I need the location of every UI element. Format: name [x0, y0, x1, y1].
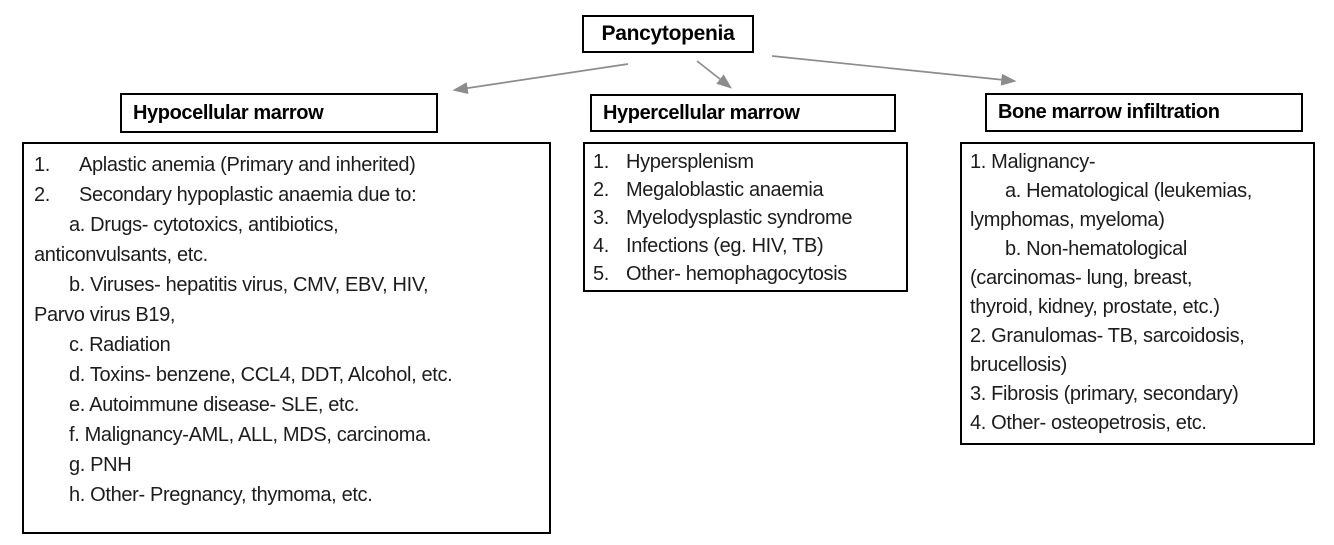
- list-line: 2. Secondary hypoplastic anaemia due to:: [34, 180, 543, 210]
- line-text: Other- hemophagocytosis: [626, 263, 847, 285]
- list-line: 1. Hypersplenism: [593, 148, 900, 176]
- list-line: 3. Fibrosis (primary, secondary): [970, 383, 1239, 405]
- heading-hypocellular-marrow: Hypocellular marrow: [120, 93, 438, 133]
- list-line: d. Toxins- benzene, CCL4, DDT, Alcohol, …: [69, 364, 453, 386]
- list-line: brucellosis): [970, 354, 1067, 376]
- list-line: 4. Other- osteopetrosis, etc.: [970, 412, 1207, 434]
- list-line: 4. Infections (eg. HIV, TB): [593, 232, 900, 260]
- line-text: Megaloblastic anaemia: [626, 179, 824, 201]
- list-line: a. Hematological (leukemias,: [1005, 180, 1252, 202]
- arrow-to-bone-marrow-infiltration: [771, 55, 1017, 86]
- list-bone-marrow-infiltration-causes: 1. Malignancy-a. Hematological (leukemia…: [960, 142, 1315, 445]
- root-node-pancytopenia: Pancytopenia: [582, 15, 754, 53]
- line-number: 4.: [593, 235, 609, 257]
- list-line: h. Other- Pregnancy, thymoma, etc.: [69, 484, 373, 506]
- line-number: 2.: [593, 179, 609, 201]
- line-number: 3.: [593, 207, 609, 229]
- list-line: 5. Other- hemophagocytosis: [593, 260, 900, 288]
- arrow-to-hypocellular: [452, 63, 629, 94]
- heading-label: Hypercellular marrow: [603, 101, 800, 124]
- list-line: f. Malignancy-AML, ALL, MDS, carcinoma.: [69, 424, 432, 446]
- list-line: 2. Megaloblastic anaemia: [593, 176, 900, 204]
- arrow-to-hypercellular: [696, 60, 733, 89]
- line-number: 5.: [593, 263, 609, 285]
- line-number: 1.: [593, 151, 609, 173]
- list-hypocellular-causes: 1. Aplastic anemia (Primary and inherited…: [22, 142, 551, 534]
- list-line: 2. Granulomas- TB, sarcoidosis,: [970, 325, 1245, 347]
- heading-hypercellular-marrow: Hypercellular marrow: [590, 94, 896, 132]
- list-line: thyroid, kidney, prostate, etc.): [970, 296, 1220, 318]
- list-line: Parvo virus B19,: [34, 304, 176, 326]
- line-text: Infections (eg. HIV, TB): [626, 235, 824, 257]
- list-line: b. Non-hematological: [1005, 238, 1187, 260]
- line-text: Hypersplenism: [626, 151, 754, 173]
- list-line: (carcinomas- lung, breast,: [970, 267, 1193, 289]
- heading-label: Bone marrow infiltration: [998, 101, 1220, 123]
- line-text: Myelodysplastic syndrome: [626, 207, 853, 229]
- list-line: lymphomas, myeloma): [970, 209, 1165, 231]
- list-hypercellular-causes: 1. Hypersplenism 2. Megaloblastic anaemia 3.…: [583, 142, 908, 292]
- connector-arrows: [452, 55, 1017, 94]
- heading-label: Hypocellular marrow: [133, 101, 324, 124]
- list-line: anticonvulsants, etc.: [34, 244, 208, 266]
- line-text: Aplastic anemia (Primary and inherited): [79, 154, 416, 176]
- heading-bone-marrow-infiltration: Bone marrow infiltration: [985, 93, 1303, 132]
- list-line: e. Autoimmune disease- SLE, etc.: [69, 394, 360, 416]
- list-line: a. Drugs- cytotoxics, antibiotics,: [69, 214, 339, 236]
- list-line: 3. Myelodysplastic syndrome: [593, 204, 900, 232]
- line-text: Secondary hypoplastic anaemia due to:: [79, 184, 417, 206]
- root-label: Pancytopenia: [601, 22, 735, 45]
- list-line: b. Viruses- hepatitis virus, CMV, EBV, H…: [69, 274, 429, 296]
- list-line: g. PNH: [69, 454, 132, 476]
- list-line: 1. Malignancy-: [970, 151, 1096, 173]
- list-line: c. Radiation: [69, 334, 171, 356]
- line-number: 2.: [34, 184, 50, 206]
- line-number: 1.: [34, 154, 50, 176]
- list-line: 1. Aplastic anemia (Primary and inherited…: [34, 150, 543, 180]
